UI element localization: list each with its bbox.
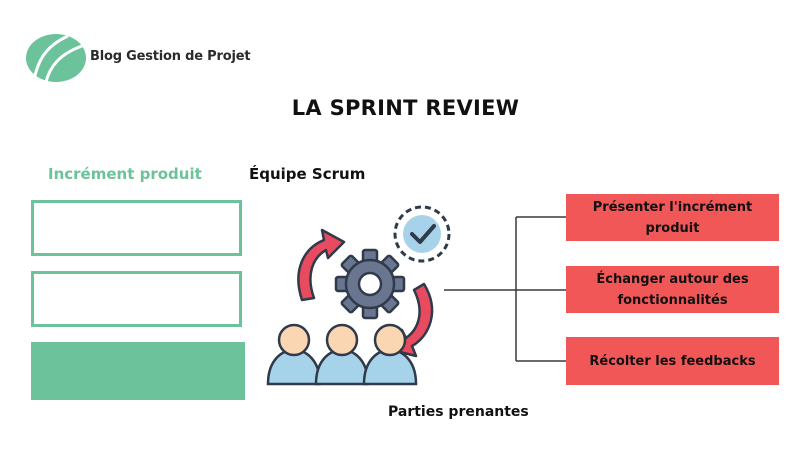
gear-icon [334, 248, 406, 320]
leaf-logo-icon [26, 34, 86, 83]
increment-box-outline-1 [31, 200, 242, 256]
checkmark-badge-icon [393, 205, 451, 263]
increment-label: Incrément produit [48, 165, 202, 183]
scrum-team-label: Équipe Scrum [249, 165, 366, 183]
increment-box-filled [31, 342, 245, 400]
page-title: LA SPRINT REVIEW [291, 96, 520, 120]
stakeholders-label: Parties prenantes [388, 404, 529, 420]
sprint-review-illustration [266, 205, 451, 386]
action-box-present: Présenter l'incrément produit [566, 194, 779, 241]
cycle-arrow-top-icon [297, 228, 346, 302]
people-group-icon [266, 323, 418, 386]
brand-name: Blog Gestion de Projet [90, 49, 251, 64]
action-box-exchange: Échanger autour des fonctionnalités [566, 266, 779, 313]
action-box-feedback: Récolter les feedbacks [566, 337, 779, 385]
increment-box-outline-2 [31, 271, 242, 327]
